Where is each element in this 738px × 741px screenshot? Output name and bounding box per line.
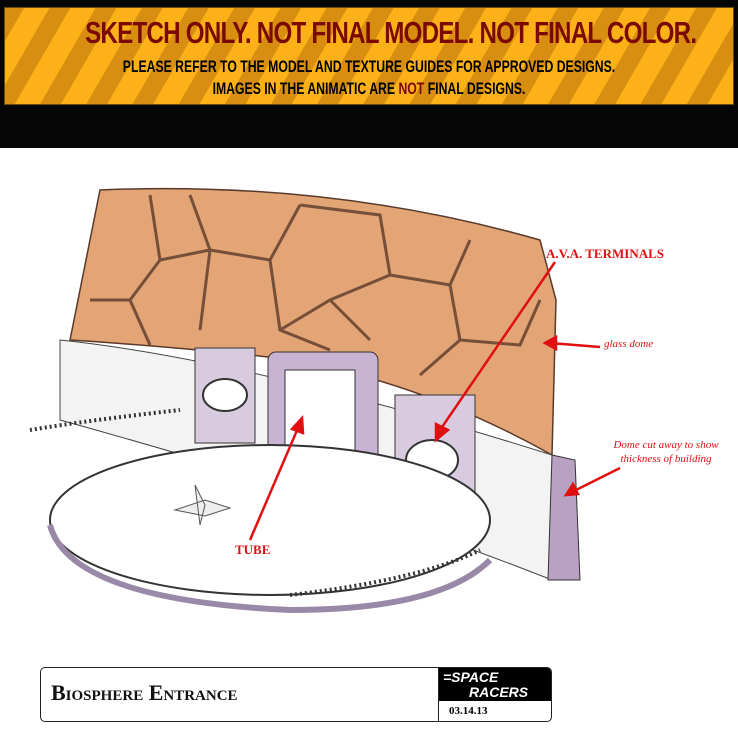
logo-line-2: RACERS [469, 684, 529, 700]
annotation-ava-terminals: A.V.A. TERMINALS [546, 246, 664, 261]
warning-not: NOT [398, 79, 425, 98]
title-block: Biosphere Entrance =SPACE RACERS 03.14.1… [40, 667, 552, 722]
annotation-arrows [248, 261, 621, 541]
railing [29, 408, 181, 432]
warning-header: SKETCH ONLY. NOT FINAL MODEL. NOT FINAL … [0, 0, 738, 148]
warning-line-3-start: IMAGES IN THE ANIMATIC ARE [212, 79, 399, 98]
logo-line-1: =SPACE [443, 669, 499, 685]
warning-line-3: IMAGES IN THE ANIMATIC ARE NOT FINAL DES… [107, 78, 631, 100]
annotation-tube: TUBE [235, 542, 271, 557]
drawing-date: 03.14.13 [438, 701, 551, 721]
ship-icon [173, 484, 232, 526]
warning-banner: SKETCH ONLY. NOT FINAL MODEL. NOT FINAL … [4, 7, 734, 105]
annotation-dome-cut: Dome cut away to show thickness of build… [613, 439, 719, 465]
drawing-title: Biosphere Entrance [51, 680, 238, 705]
warning-line-2: PLEASE REFER TO THE MODEL AND TEXTURE GU… [122, 57, 616, 76]
dome-hex-pattern [90, 194, 542, 377]
dome-cutaway [547, 454, 581, 581]
landing-platform [49, 444, 491, 596]
railing-front [289, 548, 481, 597]
biosphere-sketch [29, 187, 621, 614]
warning-line-3-end: FINAL DESIGNS. [424, 79, 526, 98]
terminal-screen-left [202, 378, 248, 412]
space-racers-logo: =SPACE RACERS [438, 668, 551, 701]
warning-headline: SKETCH ONLY. NOT FINAL MODEL. NOT FINAL … [85, 15, 697, 50]
annotation-glass-dome: glass dome [604, 338, 654, 350]
platform-rim [47, 524, 493, 614]
